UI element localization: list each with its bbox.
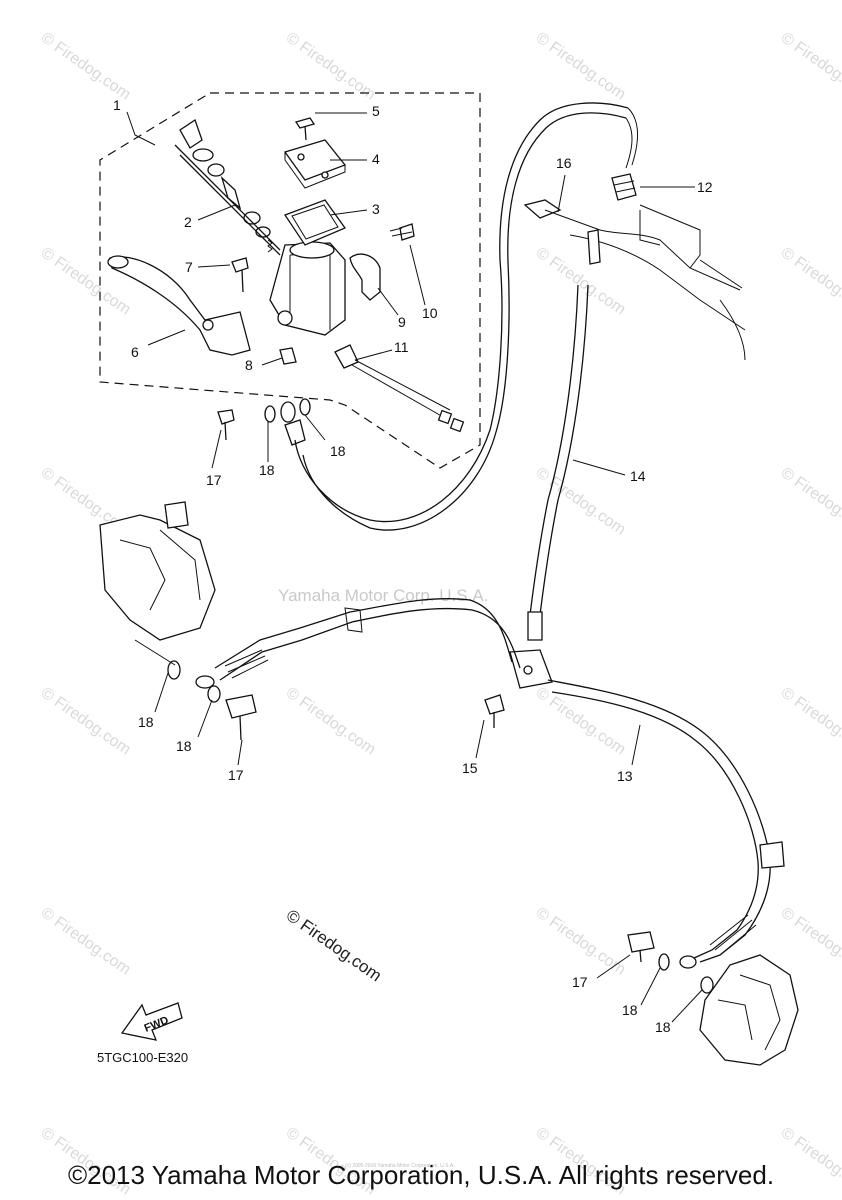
manufacturer-watermark: Yamaha Motor Corp. U.S.A. (278, 586, 488, 605)
watermark: © Firedog.com (283, 684, 379, 758)
watermark: © Firedog.com (778, 29, 842, 103)
callout-7: 7 (185, 259, 193, 275)
callout-18: 18 (259, 462, 275, 478)
callout-17: 17 (206, 472, 222, 488)
reservoir-cap (283, 139, 347, 189)
watermark: © Firedog.com (533, 904, 629, 978)
callout-labels: 1 2 3 4 5 6 7 8 9 10 11 12 13 14 15 16 1… (113, 97, 713, 1035)
diaphragm (284, 199, 346, 246)
callout-17: 17 (228, 767, 244, 783)
holder-9 (349, 253, 381, 301)
watermark: © Firedog.com (38, 29, 134, 103)
watermark: © Firedog.com (778, 684, 842, 758)
diagram-code: 5TGC100-E320 (97, 1050, 188, 1065)
watermark: © Firedog.com (38, 904, 134, 978)
callout-12: 12 (697, 179, 713, 195)
callout-9: 9 (398, 314, 406, 330)
callout-18: 18 (622, 1002, 638, 1018)
watermark: © Firedog.com (778, 904, 842, 978)
watermark: © Firedog.com (533, 684, 629, 758)
callout-3: 3 (372, 201, 380, 217)
screw-5 (294, 117, 316, 141)
hose-guide-16 (523, 199, 746, 361)
brake-switch-11 (334, 344, 465, 433)
callout-18: 18 (655, 1019, 671, 1035)
watermark: © Firedog.com (533, 244, 629, 318)
bolt-10 (389, 223, 415, 241)
master-cylinder-assembly-outline (99, 92, 481, 469)
callout-15: 15 (462, 760, 478, 776)
bolt-7 (231, 257, 249, 293)
center-watermark: © Firedog.com (283, 906, 385, 986)
hose-joint-15 (484, 649, 553, 728)
copyright-notice: ©2013 Yamaha Motor Corporation, U.S.A. A… (67, 1160, 775, 1190)
callout-14: 14 (630, 468, 646, 484)
brake-hose-left (195, 598, 521, 689)
watermark: © Firedog.com (533, 29, 629, 103)
piston-kit (174, 118, 281, 256)
banjo-bolt-left (167, 660, 257, 741)
callout-4: 4 (372, 151, 380, 167)
brake-hose-13 (547, 679, 785, 969)
master-cylinder-body (269, 241, 346, 336)
brake-hose-master (294, 102, 638, 531)
callout-2: 2 (184, 214, 192, 230)
nut-8 (279, 347, 297, 365)
hose-fitting-12 (611, 173, 637, 201)
banjo-bolt-upper (217, 398, 311, 446)
right-brake-caliper (699, 954, 799, 1066)
callout-18: 18 (176, 738, 192, 754)
left-brake-caliper (99, 501, 216, 666)
callout-18: 18 (330, 443, 346, 459)
callout-5: 5 (372, 103, 380, 119)
callout-10: 10 (422, 305, 438, 321)
callout-18: 18 (138, 714, 154, 730)
fine-print: (c) 2005-2016 Yamaha Motor Corporation, … (345, 1163, 455, 1169)
brake-hose-14 (527, 229, 601, 641)
callout-11: 11 (394, 339, 409, 355)
callout-1: 1 (113, 97, 121, 113)
watermark: © Firedog.com (38, 684, 134, 758)
leader-lines (126, 111, 703, 1023)
callout-16: 16 (556, 155, 572, 171)
callout-6: 6 (131, 344, 139, 360)
callout-13: 13 (617, 768, 633, 784)
fwd-arrow-icon: FWD (120, 1002, 183, 1041)
watermark: © Firedog.com (778, 464, 842, 538)
callout-8: 8 (245, 357, 253, 373)
brake-lever (107, 255, 251, 356)
banjo-bolt-right (627, 931, 714, 994)
watermark: © Firedog.com (778, 244, 842, 318)
callout-17: 17 (572, 974, 588, 990)
